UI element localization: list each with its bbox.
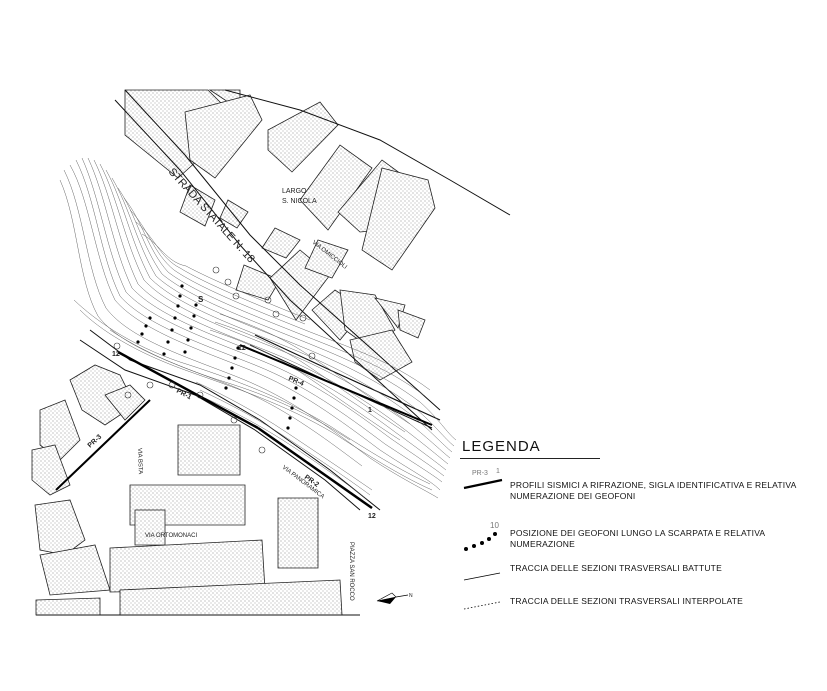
legend-title: LEGENDA bbox=[462, 438, 541, 455]
legend-profile-code: PR-3 bbox=[472, 470, 488, 477]
profile-end-label-1: 1 bbox=[368, 407, 372, 414]
legend-item-sections-interpolated: TRACCIA DELLE SEZIONI TRASVERSALI INTERP… bbox=[510, 596, 744, 606]
profile-end-label-12a: 12 bbox=[112, 351, 120, 358]
legend-item-profiles: PROFILI SISMICI A RIFRAZIONE, SIGLA IDEN… bbox=[510, 480, 796, 501]
legend-geophone-symbol: 10 bbox=[462, 521, 506, 553]
legend-profile-symbol: PR-3 1 bbox=[462, 468, 504, 490]
s-label: S bbox=[198, 295, 204, 304]
north-arrow-label: N bbox=[409, 593, 413, 599]
geophone-dots bbox=[136, 284, 298, 430]
profile-end-label-12c: 12 bbox=[368, 513, 376, 520]
profile-end-label-12b: 12 bbox=[238, 345, 246, 352]
legend-divider bbox=[460, 458, 600, 459]
section-markers bbox=[113, 266, 316, 454]
via-bsta-label: VIA BSTA bbox=[136, 448, 143, 474]
legend-geophone-num: 10 bbox=[490, 521, 499, 530]
road-lines bbox=[36, 89, 511, 616]
pr4-label: PR-4 bbox=[287, 375, 305, 388]
legend-section-dotted-symbol bbox=[462, 597, 502, 610]
north-arrow-icon: N bbox=[376, 592, 413, 604]
square-name-label: S. NICOLA bbox=[282, 198, 317, 205]
building-blocks bbox=[31, 89, 436, 616]
seismic-profiles bbox=[55, 344, 433, 510]
contour-lines bbox=[59, 157, 457, 501]
legend-item-sections-measured: TRACCIA DELLE SEZIONI TRASVERSALI BATTUT… bbox=[510, 563, 722, 573]
square-label: LARGO bbox=[282, 188, 307, 195]
legend-profile-num: 1 bbox=[496, 468, 500, 475]
legend-item-geophones: POSIZIONE DEI GEOFONI LUNGO LA SCARPATA … bbox=[510, 528, 765, 549]
via-ortomonaci-label: VIA ORTOMONACI bbox=[145, 533, 197, 539]
legend-section-solid-symbol bbox=[462, 568, 502, 581]
piazza-label: PIAZZA SAN ROCCO bbox=[348, 542, 354, 601]
